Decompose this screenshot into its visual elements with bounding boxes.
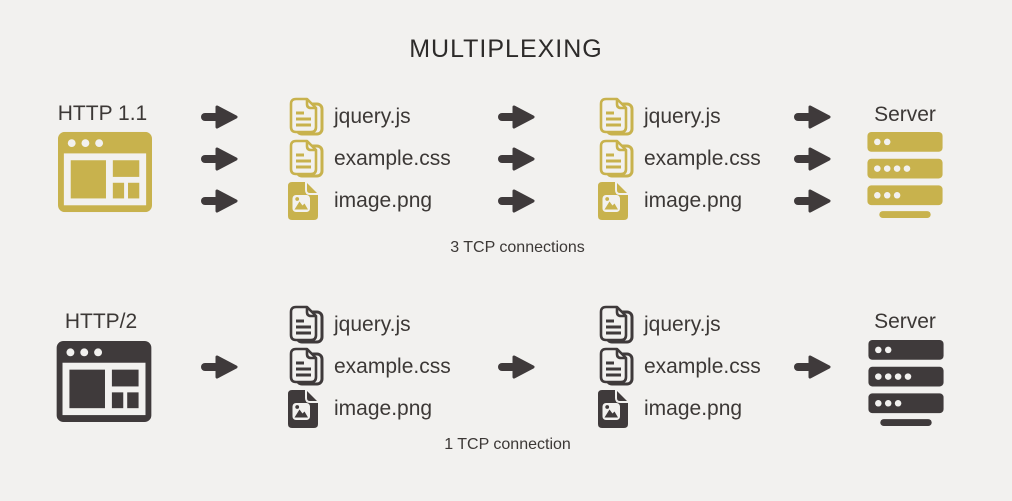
document-stack-icon [597, 139, 635, 179]
file-name: example.css [334, 147, 451, 170]
http1-response-file-list: jquery.js example.css image.png [597, 96, 761, 222]
document-stack-icon [597, 347, 635, 387]
file-name: image.png [644, 189, 743, 212]
document-stack-icon [287, 305, 325, 345]
arrow-right-icon [201, 188, 239, 214]
image-file-icon [287, 181, 325, 221]
document-stack-icon [597, 97, 635, 137]
arrow-right-icon [498, 146, 536, 172]
arrow-right-icon [201, 146, 239, 172]
file-name: jquery.js [644, 313, 721, 336]
http2-connections-caption: 1 TCP connection [444, 436, 571, 453]
file-row: image.png [597, 180, 761, 222]
file-row: image.png [287, 180, 451, 222]
image-file-icon [597, 181, 635, 221]
file-row: example.css [287, 346, 451, 388]
file-row: jquery.js [287, 304, 451, 346]
file-row: image.png [597, 388, 761, 430]
file-row: jquery.js [597, 304, 761, 346]
http2-client-label: HTTP/2 [64, 310, 138, 333]
arrow-right-icon [498, 188, 536, 214]
http1-server-label: Server [874, 103, 936, 126]
file-name: image.png [334, 189, 433, 212]
arrow-right-icon [498, 104, 536, 130]
document-stack-icon [287, 97, 325, 137]
file-row: example.css [597, 346, 761, 388]
arrow-right-icon [201, 104, 239, 130]
file-name: jquery.js [334, 105, 411, 128]
file-name: jquery.js [644, 105, 721, 128]
http2-server-label: Server [874, 310, 936, 333]
file-row: example.css [597, 138, 761, 180]
file-name: example.css [334, 355, 451, 378]
browser-window-icon [56, 341, 152, 422]
diagram-title: MULTIPLEXING [409, 35, 603, 63]
file-name: image.png [644, 397, 743, 420]
server-icon [866, 132, 944, 219]
file-name: jquery.js [334, 313, 411, 336]
file-row: jquery.js [597, 96, 761, 138]
http2-response-file-list: jquery.js example.css image.png [597, 304, 761, 430]
http1-connections-caption: 3 TCP connections [450, 239, 585, 256]
file-name: image.png [334, 397, 433, 420]
browser-window-icon [58, 131, 152, 213]
arrow-right-icon [201, 354, 239, 380]
file-row: image.png [287, 388, 451, 430]
arrow-right-icon [794, 146, 832, 172]
http1-request-file-list: jquery.js example.css image.png [287, 96, 451, 222]
file-row: jquery.js [287, 96, 451, 138]
file-name: example.css [644, 355, 761, 378]
arrow-right-icon [794, 354, 832, 380]
document-stack-icon [287, 347, 325, 387]
http1-client-label: HTTP 1.1 [57, 102, 148, 125]
http2-request-file-list: jquery.js example.css image.png [287, 304, 451, 430]
arrow-right-icon [794, 104, 832, 130]
file-name: example.css [644, 147, 761, 170]
document-stack-icon [287, 139, 325, 179]
image-file-icon [287, 389, 325, 429]
file-row: example.css [287, 138, 451, 180]
document-stack-icon [597, 305, 635, 345]
arrow-right-icon [498, 354, 536, 380]
image-file-icon [597, 389, 635, 429]
arrow-right-icon [794, 188, 832, 214]
server-icon [867, 340, 945, 427]
